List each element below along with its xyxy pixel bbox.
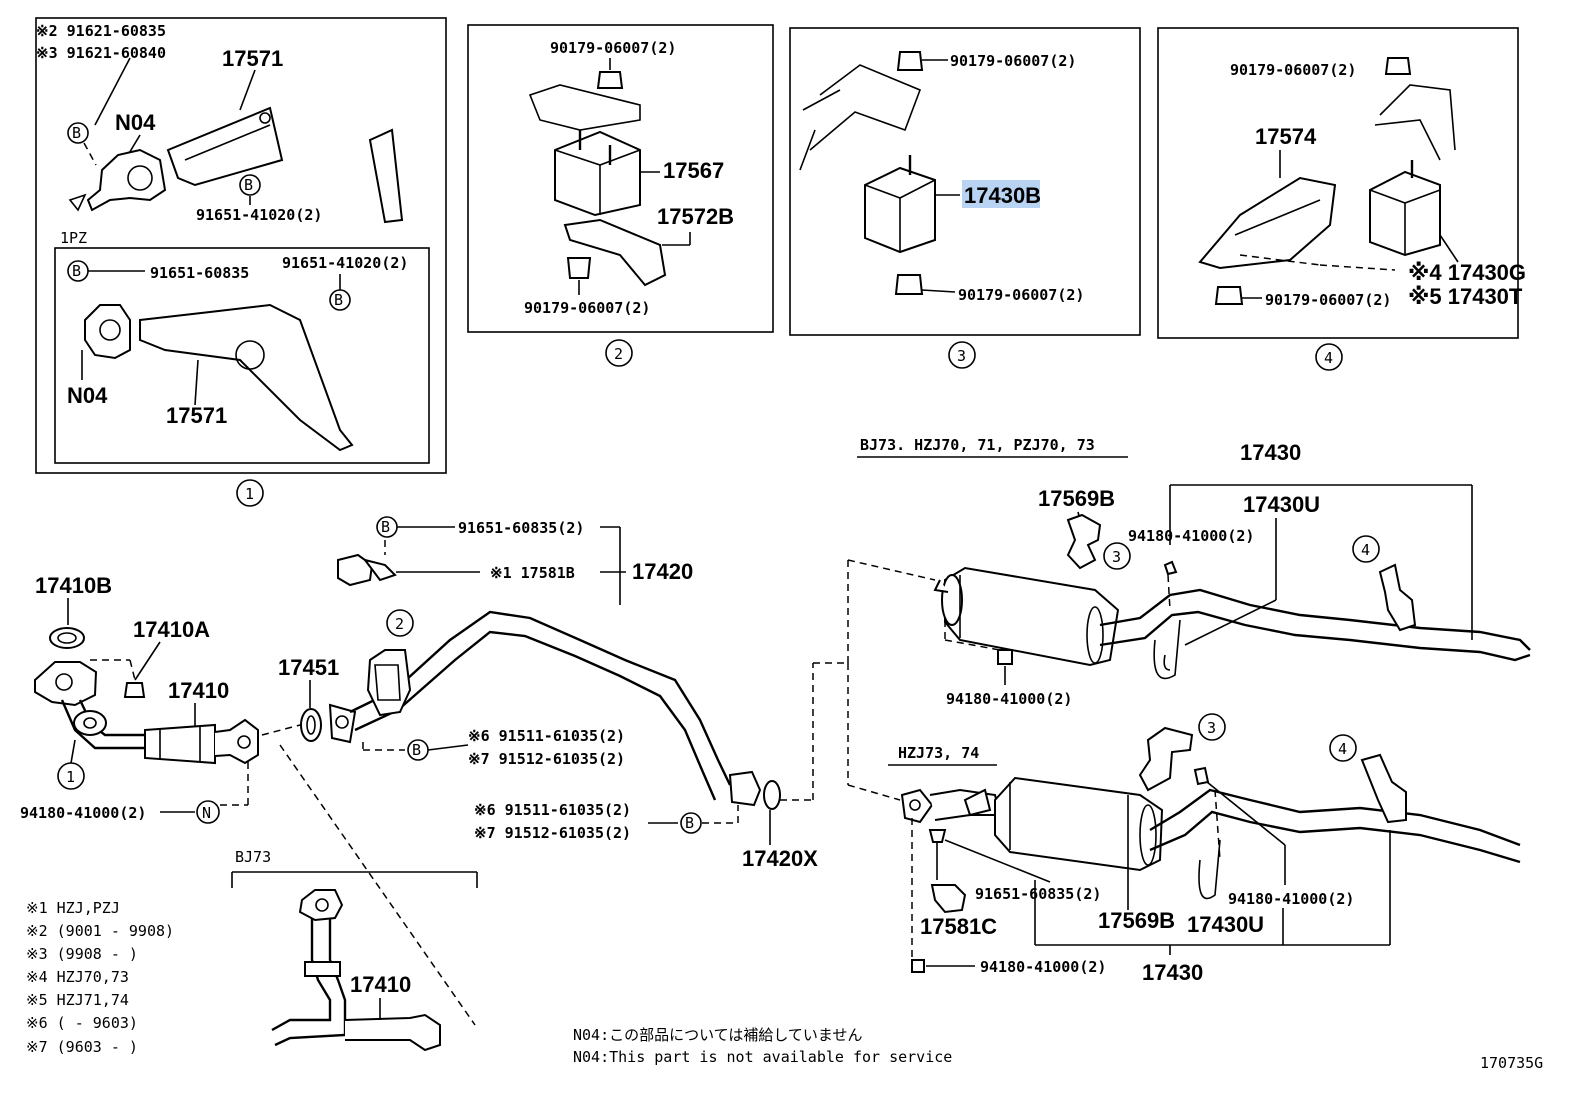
label-1pz: 1PZ: [60, 229, 87, 247]
header-bj73-hzj70: BJ73. HZJ70, 71, PZJ70, 73: [860, 436, 1095, 454]
part-91651-41020-top[interactable]: 91651-41020(2): [196, 206, 322, 224]
panel-2-mount: 90179-06007(2) 17567 17572B 90179-06007(…: [467, 24, 774, 367]
part-90179-06007-p4-top[interactable]: 90179-06007(2): [1230, 61, 1356, 79]
callout-4-lower: 4: [1338, 740, 1347, 758]
label-bj73: BJ73: [235, 848, 271, 866]
bolt-b-icon: B: [381, 518, 390, 536]
rear-assembly-bj73-hzj70: BJ73. HZJ70, 71, PZJ70, 73 17430 17569B …: [857, 436, 1531, 708]
part-91512-61035-b[interactable]: ※7 91512-61035(2): [474, 824, 631, 842]
part-17420x[interactable]: 17420X: [742, 846, 818, 871]
callout-2-main: 2: [395, 615, 404, 633]
bj73-inset: BJ73 17410: [231, 848, 478, 1052]
part-94180-41000-lower-a[interactable]: 94180-41000(2): [1228, 890, 1354, 908]
callout-1: 1: [245, 485, 254, 503]
note-7: ※7 (9603 - ): [26, 1038, 138, 1056]
note-6: ※6 ( - 9603): [26, 1014, 138, 1032]
part-91651-41020-1pz[interactable]: 91651-41020(2): [282, 254, 408, 272]
part-90179-06007-p3-bot[interactable]: 90179-06007(2): [958, 286, 1084, 304]
part-90179-06007-p4-bot[interactable]: 90179-06007(2): [1265, 291, 1391, 309]
part-17569b-upper[interactable]: 17569B: [1038, 486, 1115, 511]
nut-n-icon: N: [202, 804, 211, 822]
part-17430b[interactable]: 17430B: [964, 183, 1041, 208]
bolt-b-icon: B: [244, 176, 253, 194]
part-17567[interactable]: 17567: [663, 158, 724, 183]
part-17572b[interactable]: 17572B: [657, 204, 734, 229]
part-91621-60840[interactable]: ※3 91621-60840: [36, 44, 166, 62]
part-94180-41000-front[interactable]: 94180-41000(2): [20, 804, 146, 822]
note-5: ※5 HZJ71,74: [26, 991, 129, 1009]
callout-3: 3: [957, 347, 966, 365]
callout-3-upper: 3: [1112, 548, 1121, 566]
part-91651-60835-main[interactable]: 91651-60835(2): [458, 519, 584, 537]
part-17410a[interactable]: 17410A: [133, 617, 210, 642]
part-90179-06007-p3-top[interactable]: 90179-06007(2): [950, 52, 1076, 70]
bolt-b-icon: B: [685, 814, 694, 832]
panel-1-hanger: ※2 91621-60835 ※3 91621-60840 17571 N04 …: [35, 17, 447, 507]
rear-assembly-hzj73: HZJ73, 74 3 4 91651-60835(2) 17581C 1756: [888, 713, 1521, 985]
part-90179-06007-p2-top[interactable]: 90179-06007(2): [550, 39, 676, 57]
part-17410[interactable]: 17410: [168, 678, 229, 703]
callout-3-lower: 3: [1207, 719, 1216, 737]
part-17571-top[interactable]: 17571: [222, 46, 283, 71]
part-17430g[interactable]: ※4 17430G: [1408, 260, 1526, 285]
part-91512-61035-a[interactable]: ※7 91512-61035(2): [468, 750, 625, 768]
bolt-b-icon: B: [412, 741, 421, 759]
note-1: ※1 HZJ,PZJ: [26, 899, 120, 917]
note-2: ※2 (9001 - 9908): [26, 922, 174, 940]
part-17569b-lower[interactable]: 17569B: [1098, 908, 1175, 933]
callout-1-main: 1: [66, 768, 75, 786]
part-17410-bj73[interactable]: 17410: [350, 972, 411, 997]
part-17574[interactable]: 17574: [1255, 124, 1317, 149]
part-n04-top: N04: [115, 110, 156, 135]
part-91621-60835[interactable]: ※2 91621-60835: [36, 22, 166, 40]
header-hzj73-74: HZJ73, 74: [898, 744, 979, 762]
part-94180-41000-lower-b[interactable]: 94180-41000(2): [980, 958, 1106, 976]
part-17430-lower[interactable]: 17430: [1142, 960, 1203, 985]
part-17420[interactable]: 17420: [632, 559, 693, 584]
part-17581b[interactable]: ※1 17581B: [490, 564, 575, 582]
note-n04-jp: N04:この部品については補給していません: [573, 1026, 862, 1044]
bolt-b-icon: B: [72, 262, 81, 280]
callout-4: 4: [1324, 349, 1333, 367]
note-n04-en: N04:This part is not available for servi…: [573, 1048, 952, 1066]
part-90179-06007-p2-bot[interactable]: 90179-06007(2): [524, 299, 650, 317]
diagram-code: 170735G: [1480, 1054, 1543, 1072]
part-17430-upper[interactable]: 17430: [1240, 440, 1301, 465]
part-17430u-upper[interactable]: 17430U: [1243, 492, 1320, 517]
callout-4-upper: 4: [1361, 541, 1370, 559]
bolt-b-icon: B: [72, 124, 81, 142]
panel-4-mount: 90179-06007(2) 17574 ※4 17430G 90179-060…: [1157, 27, 1526, 371]
part-17430t[interactable]: ※5 17430T: [1408, 284, 1523, 309]
part-91651-60835-1pz[interactable]: 91651-60835: [150, 264, 249, 282]
part-94180-41000-upper-a[interactable]: 94180-41000(2): [1128, 527, 1254, 545]
front-exhaust-assembly: B 91651-60835(2) ※1 17581B 17420 17410B …: [20, 516, 936, 1026]
part-94180-41000-upper-b[interactable]: 94180-41000(2): [946, 690, 1072, 708]
part-91511-61035-a[interactable]: ※6 91511-61035(2): [468, 727, 625, 745]
bolt-b-icon: B: [334, 291, 343, 309]
part-17430u-lower[interactable]: 17430U: [1187, 912, 1264, 937]
panel-3-mount: 90179-06007(2) 17430B 90179-06007(2) 3: [789, 27, 1141, 369]
part-n04-1pz: N04: [67, 383, 108, 408]
part-91651-60835-lower[interactable]: 91651-60835(2): [975, 885, 1101, 903]
callout-2: 2: [614, 345, 623, 363]
note-4: ※4 HZJ70,73: [26, 968, 129, 986]
part-17581c[interactable]: 17581C: [920, 914, 997, 939]
part-17451[interactable]: 17451: [278, 655, 339, 680]
part-17571-1pz[interactable]: 17571: [166, 403, 227, 428]
part-17410b[interactable]: 17410B: [35, 573, 112, 598]
footnotes: ※1 HZJ,PZJ ※2 (9001 - 9908) ※3 (9908 - )…: [26, 899, 1543, 1072]
note-3: ※3 (9908 - ): [26, 945, 138, 963]
part-91511-61035-b[interactable]: ※6 91511-61035(2): [474, 801, 631, 819]
highlight-17430b: [962, 180, 1040, 208]
